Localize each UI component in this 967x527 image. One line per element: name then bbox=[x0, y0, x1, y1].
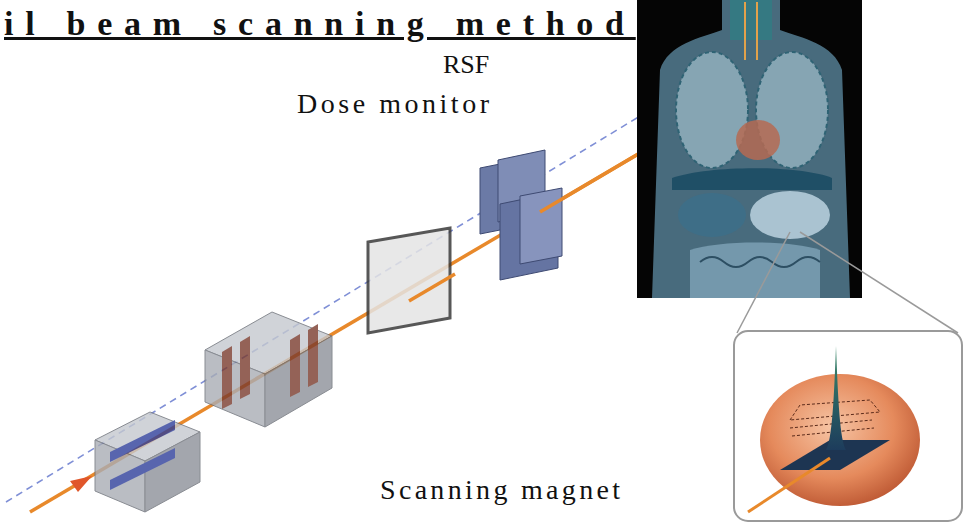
dose-inset bbox=[734, 331, 962, 521]
scanning-magnet-1 bbox=[95, 412, 200, 512]
dose-monitor-plate bbox=[368, 228, 450, 333]
callout-line bbox=[800, 232, 958, 333]
range-shifter bbox=[480, 150, 562, 280]
heart bbox=[736, 120, 780, 160]
diaphragm bbox=[672, 168, 832, 190]
intestine bbox=[690, 243, 820, 299]
ion-beam bbox=[748, 458, 830, 512]
torso bbox=[652, 0, 850, 298]
inset-frame bbox=[734, 331, 962, 521]
lung bbox=[676, 52, 748, 168]
part-label: Scanning magnet bbox=[380, 474, 623, 506]
magnet-coil bbox=[222, 346, 232, 409]
magnet-coil bbox=[308, 324, 318, 387]
diagram-title: il beam scanning method bbox=[4, 4, 636, 43]
magnet-side bbox=[145, 432, 200, 512]
intestine-fold bbox=[700, 257, 820, 267]
beam-arrowhead bbox=[70, 476, 92, 492]
magnet-coil bbox=[240, 336, 250, 399]
magnet-front bbox=[205, 350, 265, 427]
bragg-peak bbox=[826, 346, 846, 450]
liver bbox=[678, 193, 746, 237]
stomach bbox=[750, 191, 830, 239]
rsf-plate bbox=[520, 188, 562, 264]
scanning-magnet-2 bbox=[205, 312, 332, 427]
ion-beam bbox=[30, 140, 662, 512]
callout-line bbox=[737, 232, 790, 333]
part-label: Dose monitor bbox=[297, 88, 493, 120]
part-label: RSF bbox=[443, 50, 489, 80]
magnet-coil bbox=[290, 334, 300, 397]
airway bbox=[745, 2, 757, 60]
patient-image bbox=[637, 0, 862, 298]
magnet-pole bbox=[110, 448, 175, 490]
ion-beam bbox=[409, 274, 455, 301]
image-background bbox=[637, 0, 862, 298]
neck bbox=[730, 0, 772, 40]
